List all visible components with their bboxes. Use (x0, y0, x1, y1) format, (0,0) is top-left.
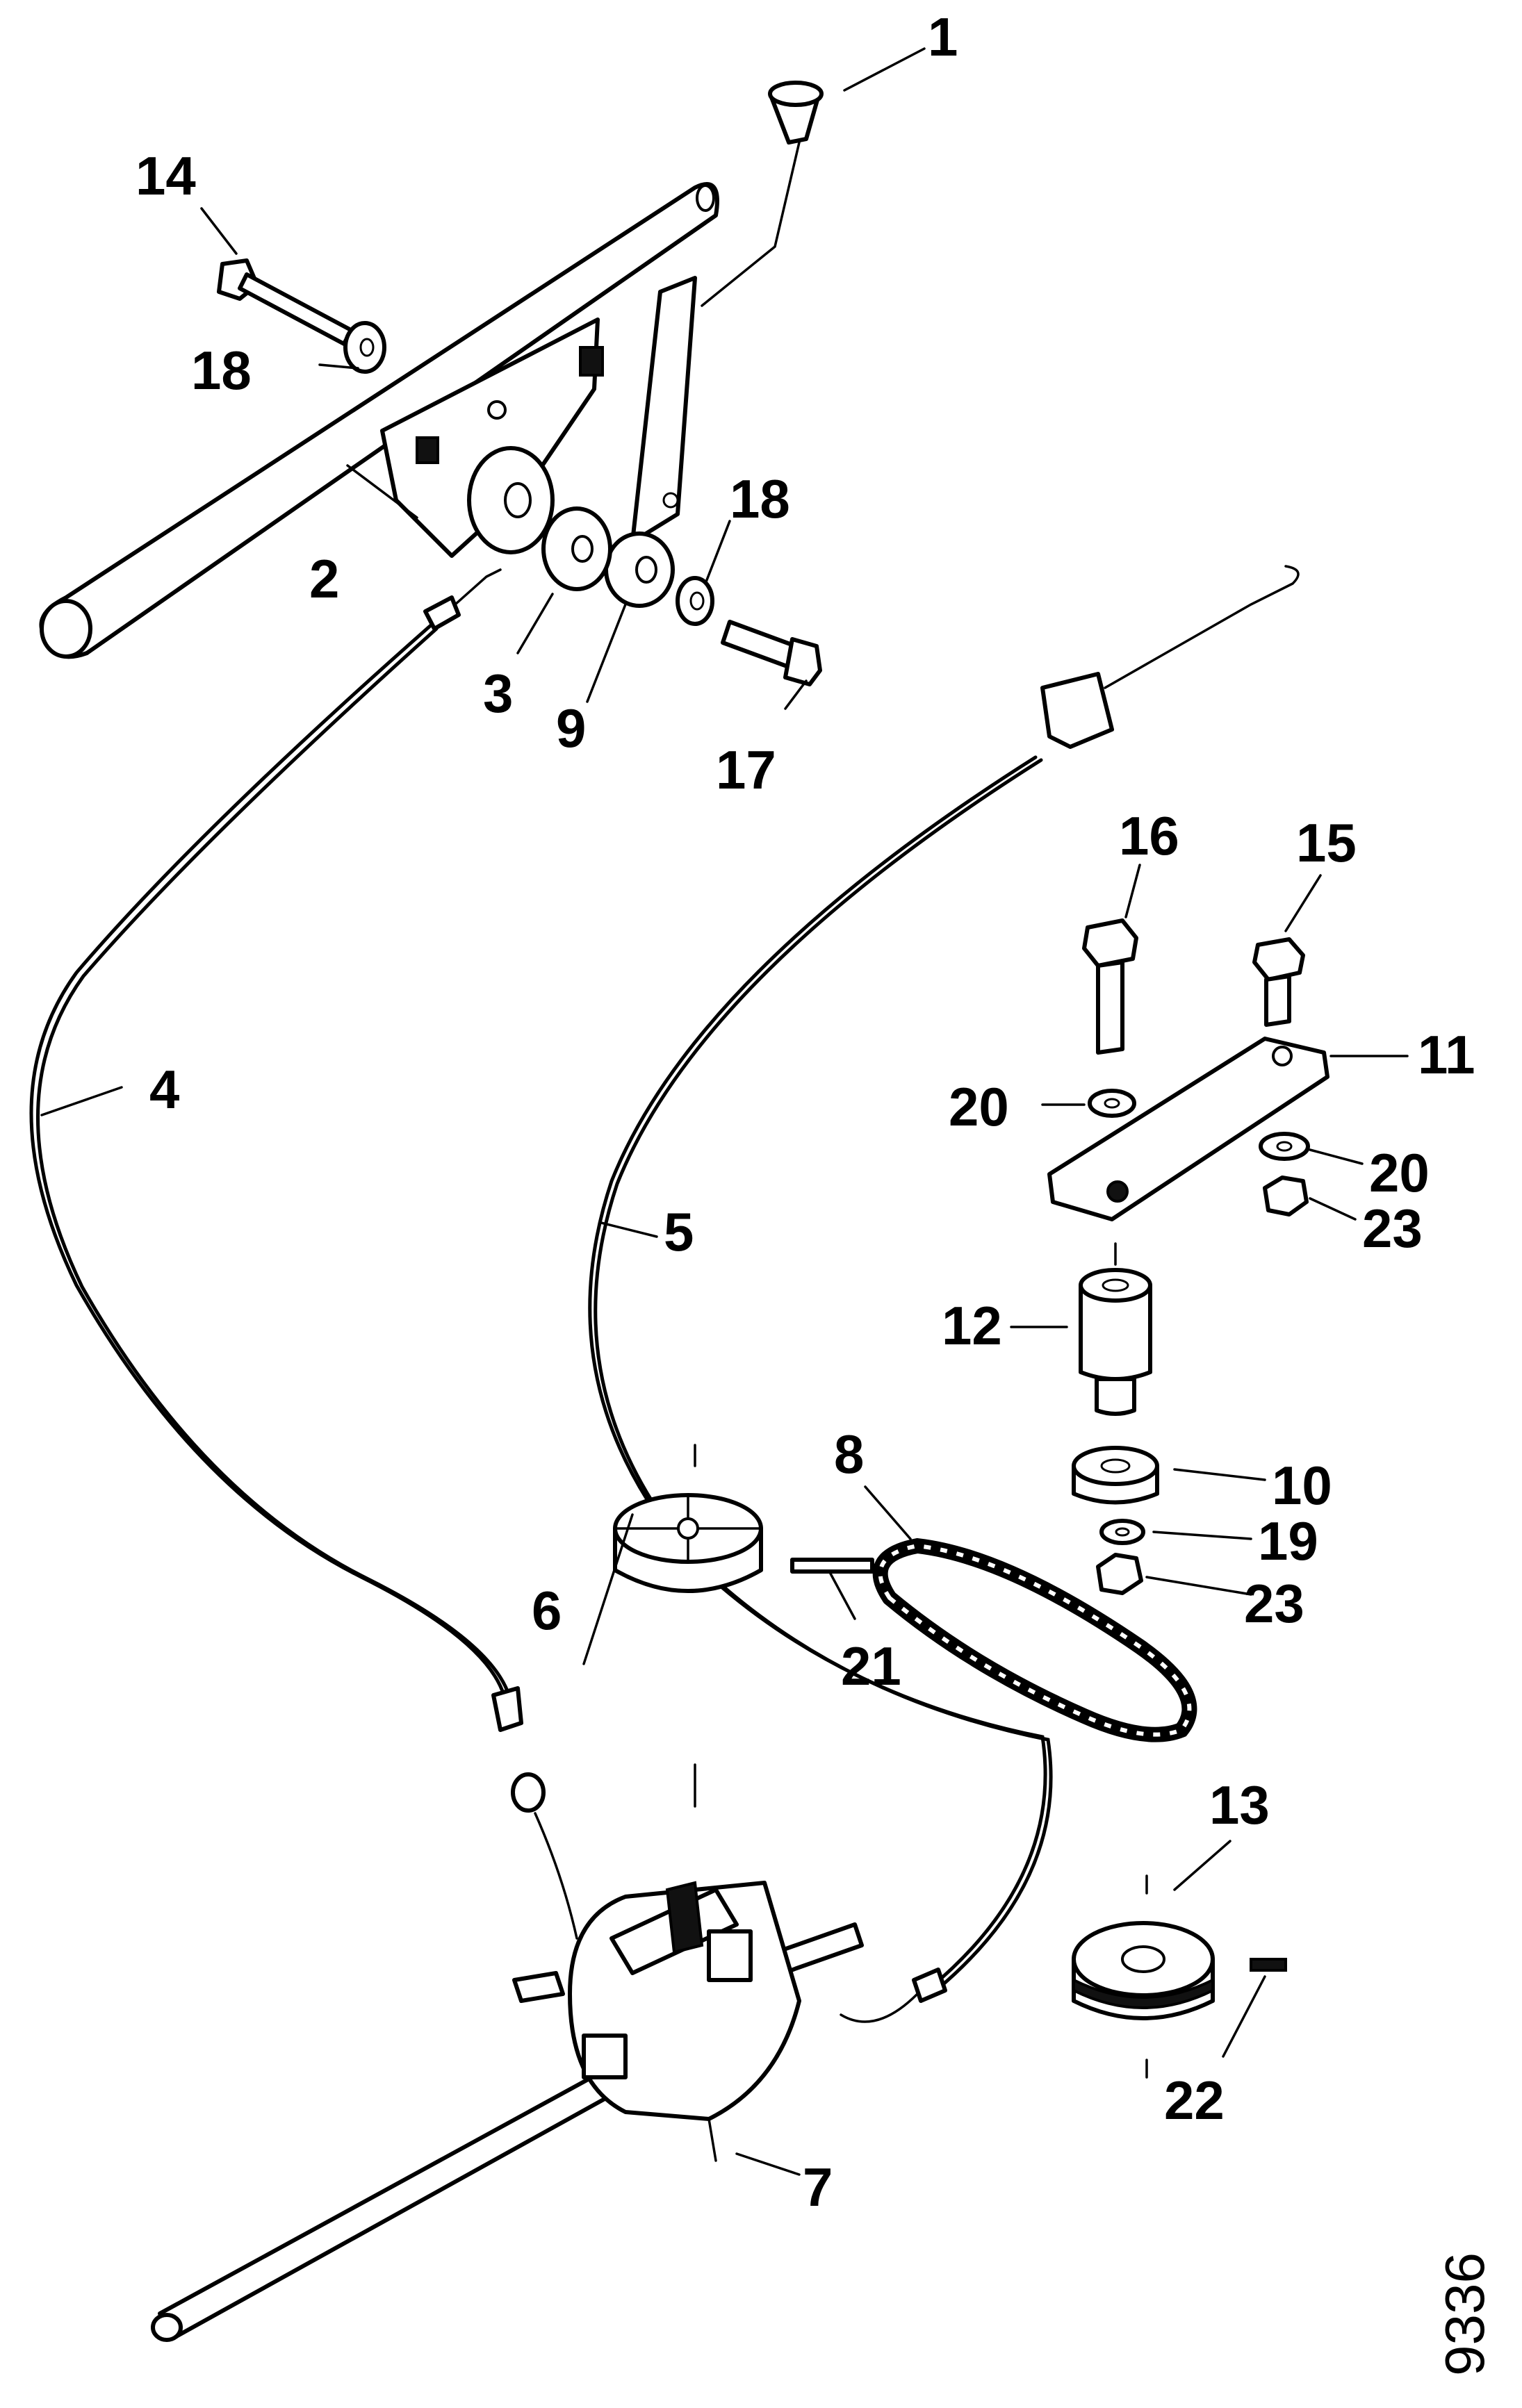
callout-21: 21 (841, 1635, 901, 1697)
handle-tube (39, 182, 719, 659)
callout-18-left: 18 (191, 340, 252, 401)
control-lever (604, 276, 697, 608)
bolt-16 (1082, 918, 1138, 1055)
callout-20-left: 20 (949, 1076, 1009, 1137)
control-bracket (380, 318, 604, 558)
callout-15: 15 (1296, 812, 1357, 873)
bolt-15 (1252, 937, 1305, 1027)
callout-12: 12 (942, 1295, 1002, 1356)
pulley-6 (613, 1493, 763, 1593)
nut-23-lower (1096, 1553, 1143, 1595)
belt-8 (872, 1537, 1197, 1742)
callout-19: 19 (1258, 1510, 1318, 1572)
bolt-17 (721, 620, 822, 686)
transaxle-7 (151, 1881, 864, 2342)
callout-17: 17 (716, 739, 776, 800)
callout-1: 1 (928, 6, 958, 67)
washer-18-bolt (343, 321, 386, 374)
key-21 (790, 1558, 874, 1574)
washer-18-lever (676, 576, 714, 626)
callout-7: 7 (803, 2157, 833, 2218)
callout-4: 4 (149, 1059, 179, 1120)
washer-20-right (1259, 1132, 1310, 1161)
callout-2: 2 (309, 548, 339, 609)
bolt-14 (217, 258, 353, 346)
washer-3 (541, 506, 612, 591)
callout-labels: 1 14 18 2 18 3 9 17 16 15 4 11 20 20 23 … (136, 6, 1475, 2218)
callout-16: 16 (1119, 805, 1179, 866)
callout-8: 8 (834, 1424, 864, 1485)
cable-4 (29, 568, 578, 1940)
callout-18-right: 18 (730, 468, 790, 529)
key-22 (1250, 1958, 1287, 1972)
pulley-13 (1072, 1921, 1215, 2020)
callout-5: 5 (664, 1201, 694, 1262)
lockwasher-19 (1099, 1519, 1145, 1545)
idler-pulley-10 (1072, 1446, 1159, 1505)
spacer-12 (1079, 1268, 1152, 1416)
callout-10: 10 (1272, 1455, 1332, 1516)
callout-11: 11 (1418, 1024, 1475, 1085)
nut-23-upper (1263, 1176, 1309, 1217)
handle-knob (768, 81, 824, 145)
callout-13: 13 (1209, 1774, 1270, 1836)
callout-22: 22 (1164, 2070, 1225, 2131)
callout-3: 3 (483, 663, 513, 724)
callout-9: 9 (556, 698, 586, 759)
idler-arm-11 (1047, 1037, 1329, 1221)
callout-23-lower: 23 (1244, 1573, 1304, 1634)
figure-number: 9336 (1434, 2252, 1496, 2376)
callout-23-upper: 23 (1362, 1198, 1423, 1259)
washer-20-left (1088, 1089, 1136, 1118)
leader-lines (40, 47, 1409, 2176)
callout-20-right: 20 (1369, 1142, 1430, 1203)
callout-14: 14 (136, 145, 196, 206)
callout-6: 6 (532, 1580, 562, 1641)
